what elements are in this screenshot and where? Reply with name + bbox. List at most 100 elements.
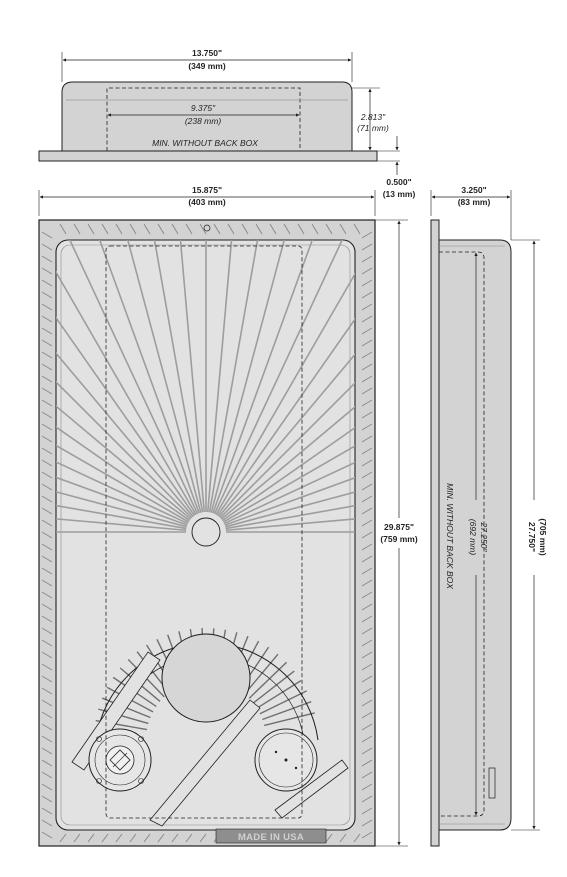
border-dash (41, 711, 53, 719)
border-dash (87, 833, 95, 843)
border-dash (361, 687, 373, 695)
border-dash (41, 567, 53, 575)
border-dash (361, 555, 373, 563)
back-box-outline (105, 245, 303, 819)
rib (56, 240, 197, 516)
border-dash (361, 615, 373, 623)
border-dash (353, 223, 361, 235)
border-dash (41, 675, 53, 683)
rib (224, 326, 355, 526)
border-dash (361, 519, 373, 527)
right-diagonal-strut (149, 699, 261, 827)
border-dash (41, 819, 53, 827)
left-connector (88, 728, 152, 792)
border-dash (41, 591, 53, 599)
border-dash (41, 339, 53, 347)
border-dash (41, 303, 53, 311)
rib (210, 240, 355, 513)
border-dash (361, 231, 373, 239)
border-dash (41, 663, 53, 671)
border-dash (353, 833, 361, 843)
border-dash (115, 223, 123, 235)
top-view-note: MIN. WITHOUT BACK BOX (152, 138, 258, 148)
border-dash (361, 531, 373, 539)
border-dash (41, 375, 53, 383)
border-dash (361, 495, 373, 503)
border-dash (361, 279, 373, 287)
top-depth-imperial: 2.813" (360, 112, 386, 122)
border-dash (41, 447, 53, 455)
front-height-metric: (759 mm) (380, 534, 417, 544)
border-dash (41, 255, 53, 263)
top-notch (203, 224, 211, 232)
border-dash (129, 833, 137, 843)
border-dash (361, 819, 373, 827)
border-dash (59, 223, 67, 235)
rib (56, 240, 191, 522)
top-width-metric: (349 mm) (188, 61, 225, 71)
border-dash (361, 255, 373, 263)
rib (56, 240, 199, 515)
border-dash (41, 651, 53, 659)
rib (221, 240, 355, 522)
front-height-imperial: 29.875" (384, 522, 414, 532)
border-dash (339, 223, 347, 235)
border-dash (361, 783, 373, 791)
border-dash (283, 223, 291, 235)
border-dash (101, 833, 109, 843)
side-inner-height-imperial: 27.250" (479, 521, 489, 552)
rib (213, 240, 355, 515)
border-dash (41, 483, 53, 491)
border-dash (87, 223, 95, 235)
border-dash (361, 795, 373, 803)
border-dash (41, 579, 53, 587)
top-width-imperial: 13.750" (192, 48, 222, 58)
arc-rib (256, 680, 302, 709)
rib (56, 427, 187, 530)
border-dash (361, 351, 373, 359)
side-outer-height-imperial: 27.750" (527, 522, 537, 552)
arc-rib (262, 701, 312, 721)
border-dash (41, 603, 53, 611)
border-dash (41, 315, 53, 323)
rib (56, 240, 196, 517)
rib (218, 240, 355, 518)
border-dash (361, 423, 373, 431)
border-dash (361, 735, 373, 743)
side-body (438, 239, 512, 831)
border-dash (59, 833, 67, 843)
rib (56, 240, 200, 514)
side-outer-height-metric: (705 mm) (538, 518, 548, 555)
border-dash (361, 339, 373, 347)
border-dash (361, 267, 373, 275)
rib (56, 326, 188, 526)
border-dash (41, 795, 53, 803)
border-dash (73, 833, 81, 843)
border-dash (361, 711, 373, 719)
right-lower-strut (274, 759, 349, 819)
rib (56, 277, 189, 525)
border-dash (41, 771, 53, 779)
border-dash (361, 399, 373, 407)
border-dash (143, 833, 151, 843)
border-dash (361, 627, 373, 635)
top-inner-imperial: 9.375" (191, 103, 216, 113)
border-dash (41, 723, 53, 731)
rib (56, 240, 192, 520)
border-dash (361, 387, 373, 395)
front-width-metric: (403 mm) (188, 197, 225, 207)
flange-thickness-imperial: 0.500" (386, 177, 411, 187)
arc-rib (248, 661, 288, 699)
front-width-imperial: 15.875" (192, 185, 222, 195)
side-latch (488, 767, 496, 799)
rib (223, 277, 355, 525)
border-dash (199, 223, 207, 235)
border-dash (41, 291, 53, 299)
rib (225, 375, 355, 528)
border-dash (361, 663, 373, 671)
border-dash (157, 223, 165, 235)
border-dash (41, 531, 53, 539)
border-dash (41, 783, 53, 791)
border-dash (41, 807, 53, 815)
